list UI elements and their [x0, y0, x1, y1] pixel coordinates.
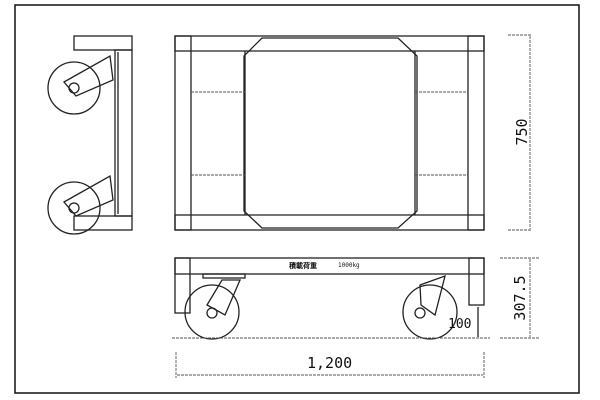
front-caster-right	[402, 274, 458, 340]
load-capacity-label: 積載荷重	[289, 262, 317, 270]
dimension-clearance: 100	[448, 317, 472, 332]
drawing-frame	[14, 4, 580, 394]
dimension-depth: 750	[513, 118, 531, 146]
dimension-height: 307.5	[511, 275, 529, 321]
top-view	[174, 34, 532, 231]
front-view	[172, 257, 540, 378]
side-view	[47, 35, 133, 235]
caster-wheel-bottom	[47, 174, 114, 235]
front-caster-left	[184, 273, 246, 340]
caster-wheel-top	[47, 54, 114, 115]
dimension-width: 1,200	[307, 354, 353, 372]
load-capacity-value: 1000kg	[338, 262, 360, 269]
